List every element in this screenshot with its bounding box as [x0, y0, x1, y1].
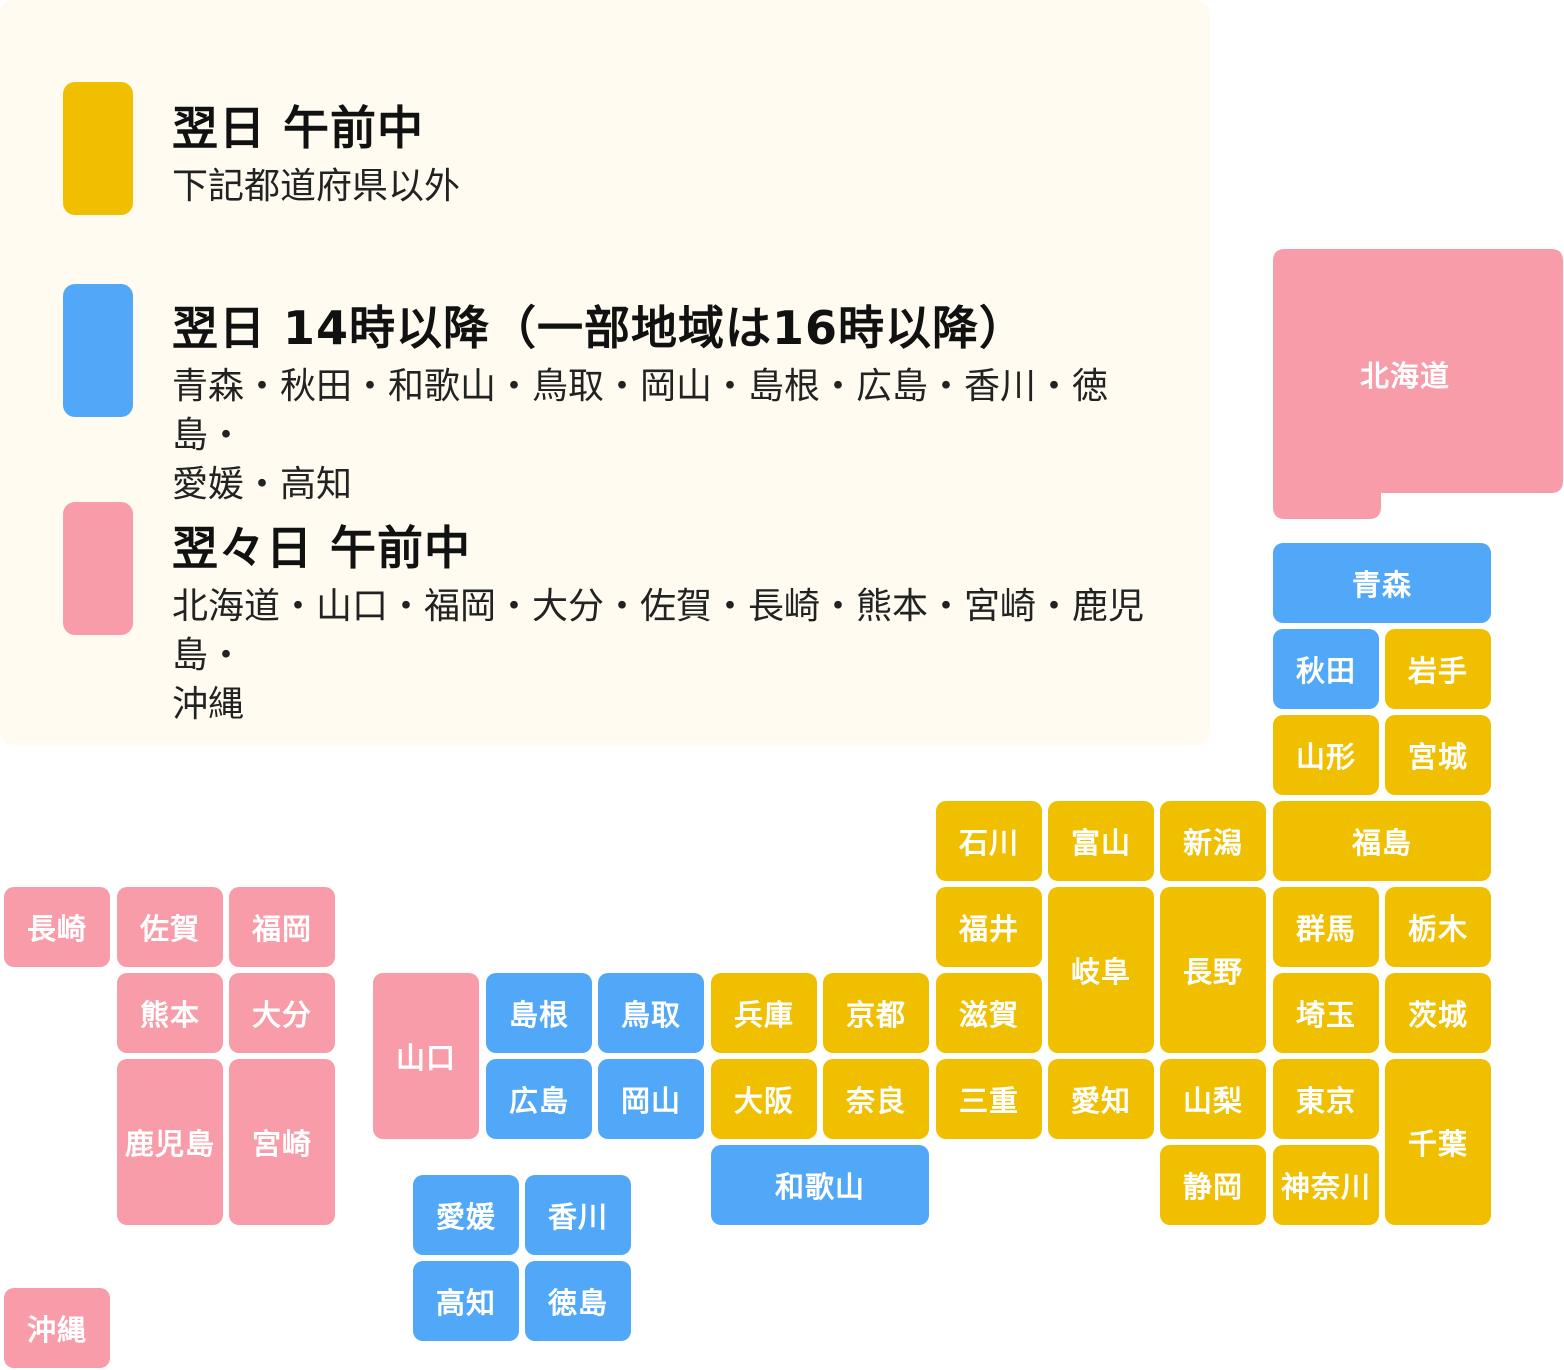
pref-iwate: 岩手: [1385, 629, 1491, 709]
pref-tochigi: 栃木: [1385, 887, 1491, 967]
pref-wakayama: 和歌山: [711, 1145, 929, 1225]
delivery-legend-panel: 翌日 午前中 下記都道府県以外 翌日 14時以降（一部地域は16時以降） 青森・…: [0, 0, 1210, 745]
pref-gifu: 岐阜: [1048, 887, 1154, 1053]
pref-shimane: 島根: [486, 973, 592, 1053]
pref-kanagawa: 神奈川: [1273, 1145, 1379, 1225]
pref-saitama: 埼玉: [1273, 973, 1379, 1053]
pref-nagasaki: 長崎: [4, 887, 110, 967]
pref-saga: 佐賀: [117, 887, 223, 967]
pref-okinawa: 沖縄: [4, 1288, 110, 1368]
pref-tokushima: 徳島: [525, 1261, 631, 1341]
legend-title-next-day-morning: 翌日 午前中: [172, 101, 425, 155]
pref-kumamoto: 熊本: [117, 973, 223, 1053]
pref-shiga: 滋賀: [936, 973, 1042, 1053]
pref-ishikawa: 石川: [936, 801, 1042, 881]
legend-title-two-days-morning: 翌々日 午前中: [172, 521, 472, 575]
pref-nara: 奈良: [823, 1059, 929, 1139]
pref-yamanashi: 山梨: [1160, 1059, 1266, 1139]
legend-desc-two-days-morning: 北海道・山口・福岡・大分・佐賀・長崎・熊本・宮崎・鹿児島・ 沖縄: [172, 586, 1145, 725]
pref-kagawa: 香川: [525, 1175, 631, 1255]
pref-okayama: 岡山: [598, 1059, 704, 1139]
pref-miyazaki: 宮崎: [229, 1059, 335, 1225]
pref-gunma: 群馬: [1273, 887, 1379, 967]
pref-fukui: 福井: [936, 887, 1042, 967]
pref-mie: 三重: [936, 1059, 1042, 1139]
pref-osaka: 大阪: [711, 1059, 817, 1139]
pref-kochi: 高知: [413, 1261, 519, 1341]
pref-yamagata: 山形: [1273, 715, 1379, 795]
pref-shizuoka: 静岡: [1160, 1145, 1266, 1225]
pref-chiba: 千葉: [1385, 1059, 1491, 1225]
pref-fukushima: 福島: [1273, 801, 1491, 881]
pref-aichi: 愛知: [1048, 1059, 1154, 1139]
pref-aomori: 青森: [1273, 543, 1491, 623]
pref-ibaraki: 茨城: [1385, 973, 1491, 1053]
legend-desc-next-day-morning: 下記都道府県以外: [172, 166, 461, 207]
pref-kagoshima: 鹿児島: [117, 1059, 223, 1225]
pref-oita: 大分: [229, 973, 335, 1053]
pref-tokyo: 東京: [1273, 1059, 1379, 1139]
legend-swatch-next-day-afternoon: [63, 284, 133, 417]
legend-title-next-day-afternoon: 翌日 14時以降（一部地域は16時以降）: [172, 301, 1027, 355]
pref-yamaguchi: 山口: [373, 973, 479, 1139]
legend-swatch-two-days-morning: [63, 502, 133, 635]
pref-tottori: 鳥取: [598, 973, 704, 1053]
pref-fukuoka: 福岡: [229, 887, 335, 967]
pref-nagano: 長野: [1160, 887, 1266, 1053]
pref-niigata: 新潟: [1160, 801, 1266, 881]
legend-desc-next-day-afternoon: 青森・秋田・和歌山・鳥取・岡山・島根・広島・香川・徳島・ 愛媛・高知: [172, 366, 1109, 505]
pref-miyagi: 宮城: [1385, 715, 1491, 795]
pref-ehime: 愛媛: [413, 1175, 519, 1255]
pref-hyogo: 兵庫: [711, 973, 817, 1053]
pref-hokkaido-shape: [1273, 249, 1563, 519]
pref-kyoto: 京都: [823, 973, 929, 1053]
pref-hiroshima: 広島: [486, 1059, 592, 1139]
pref-akita: 秋田: [1273, 629, 1379, 709]
pref-toyama: 富山: [1048, 801, 1154, 881]
pref-hokkaido: 北海道: [1359, 359, 1450, 393]
legend-swatch-next-day-morning: [63, 82, 133, 215]
